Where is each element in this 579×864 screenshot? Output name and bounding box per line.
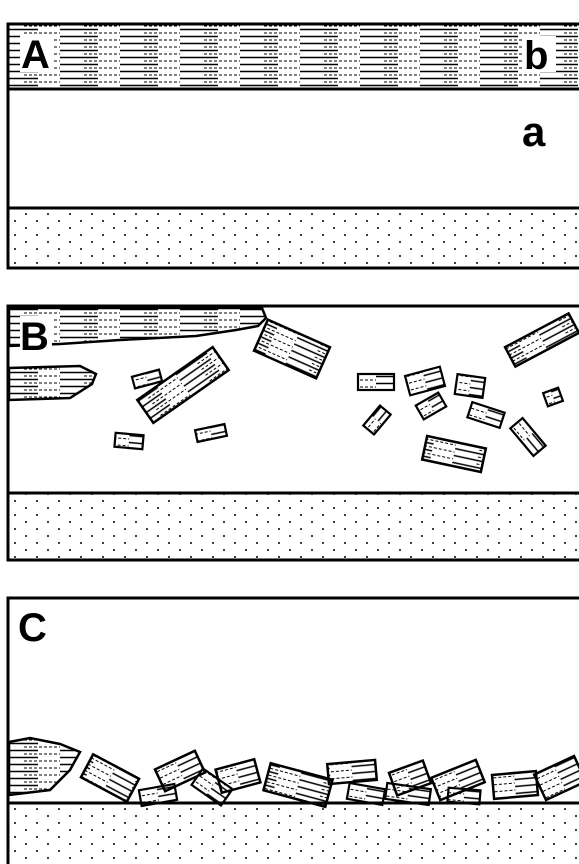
panel-c-sediment bbox=[9, 803, 579, 864]
panel-b-fragment bbox=[114, 433, 143, 449]
panel-a: A b a bbox=[8, 24, 579, 268]
panel-a-top-layer bbox=[9, 25, 579, 89]
panel-b-fragment bbox=[455, 374, 486, 398]
panel-a-sediment bbox=[9, 208, 579, 267]
panel-a-label: A bbox=[21, 33, 50, 77]
panel-c: C bbox=[8, 598, 579, 864]
panel-b-sediment bbox=[9, 493, 579, 559]
panel-b-label: B bbox=[20, 315, 49, 359]
panel-a-top-layer-label: b bbox=[524, 34, 548, 78]
panel-b: B bbox=[8, 306, 579, 560]
panel-b-fragment bbox=[358, 374, 394, 390]
panel-a-water-label: a bbox=[522, 108, 546, 155]
panel-c-label: C bbox=[18, 606, 47, 650]
